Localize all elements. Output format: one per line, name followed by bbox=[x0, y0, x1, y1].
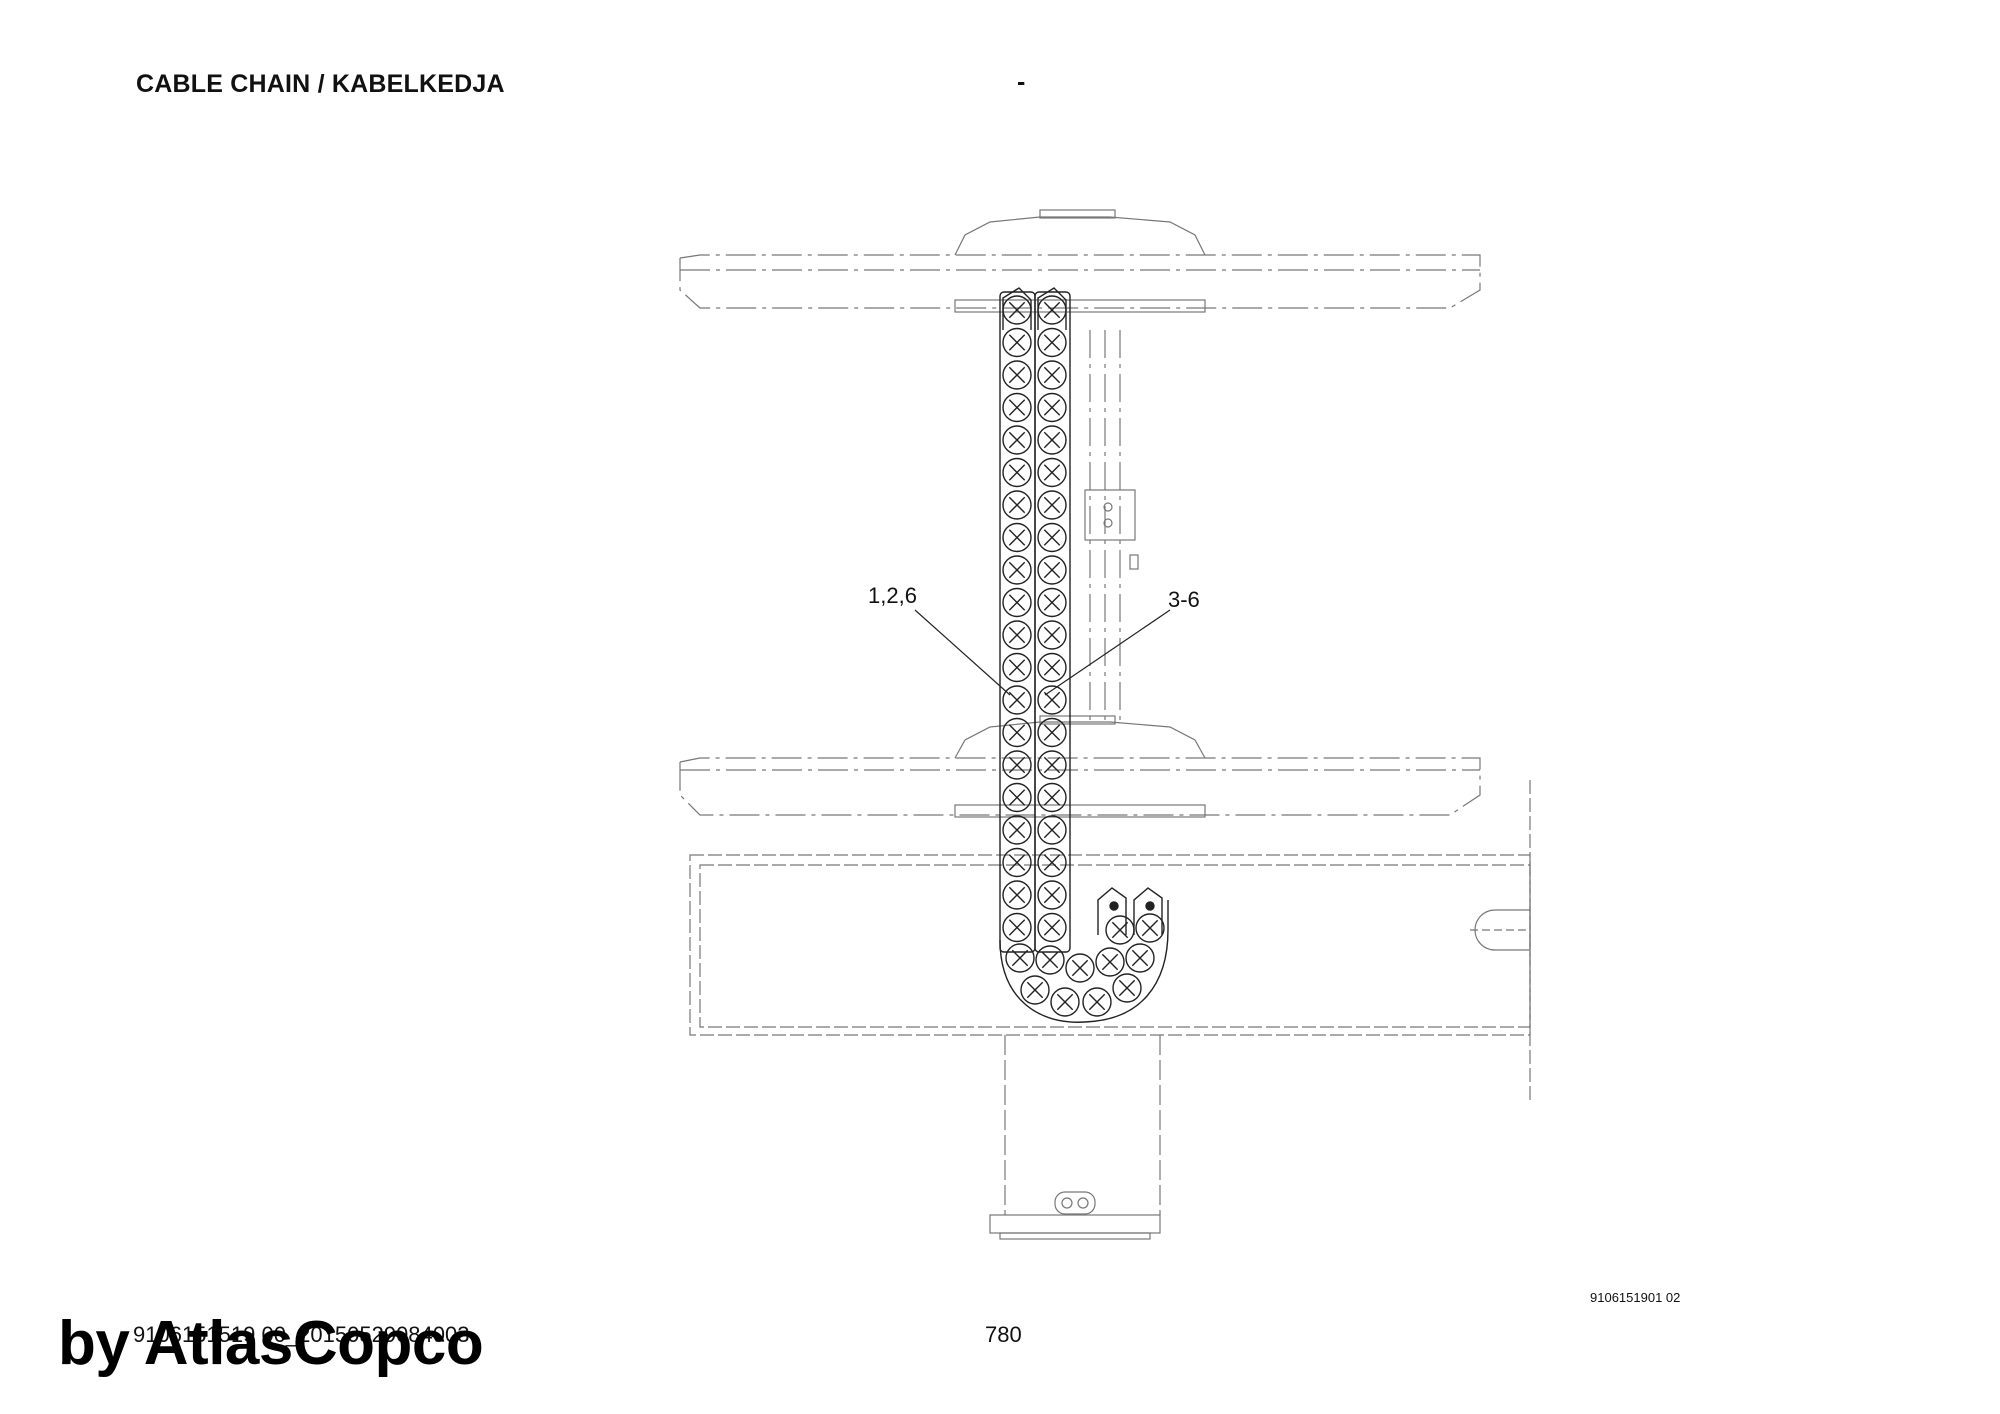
chain-link bbox=[1037, 360, 1067, 390]
clamp-bracket bbox=[1084, 489, 1139, 570]
chain-link bbox=[1002, 652, 1032, 683]
chain-rail bbox=[1034, 291, 1071, 953]
bolt-dot bbox=[1109, 901, 1119, 911]
chain-link bbox=[1002, 782, 1032, 813]
page-number: 780 bbox=[985, 1322, 1022, 1347]
atlascopco-watermark: by AtlasCopco bbox=[58, 1309, 484, 1378]
chain-link bbox=[1037, 685, 1067, 715]
chain-end-bracket bbox=[1133, 887, 1163, 935]
chain-link bbox=[1002, 522, 1032, 553]
chain-link bbox=[1037, 327, 1067, 358]
chain-link bbox=[1037, 457, 1067, 488]
chain-link bbox=[1002, 685, 1032, 715]
upper-platform bbox=[679, 254, 1481, 309]
chain-link bbox=[1002, 295, 1032, 325]
chain-link bbox=[1002, 360, 1032, 390]
chain-link bbox=[1037, 425, 1067, 455]
chain-link bbox=[1002, 425, 1032, 455]
chain-link bbox=[1037, 717, 1067, 748]
chain-bend-outline bbox=[999, 900, 1169, 1023]
page-title: CABLE CHAIN / KABELKEDJA bbox=[136, 70, 505, 98]
chain-link bbox=[1002, 717, 1032, 748]
middle-hub bbox=[954, 715, 1206, 818]
chain-link bbox=[1037, 652, 1067, 683]
bolt-dot bbox=[1145, 901, 1155, 911]
chain-link bbox=[1002, 327, 1032, 358]
chain-link bbox=[1037, 912, 1067, 943]
chain-link bbox=[1125, 943, 1155, 973]
chain-link bbox=[1050, 987, 1080, 1017]
chain-link bbox=[1095, 947, 1125, 977]
chain-link bbox=[1037, 392, 1067, 423]
chain-link bbox=[1037, 490, 1067, 520]
chain-link bbox=[1020, 975, 1050, 1005]
lower-column bbox=[1004, 1035, 1161, 1215]
chain-link bbox=[1002, 847, 1032, 878]
chain-link bbox=[1037, 847, 1067, 878]
chain-link bbox=[1037, 587, 1067, 618]
chain-link bbox=[1037, 782, 1067, 813]
chain-link bbox=[1002, 912, 1032, 943]
chain-link bbox=[1002, 555, 1032, 585]
upper-hub bbox=[954, 209, 1206, 313]
base-plate bbox=[989, 1191, 1161, 1240]
cable-chain bbox=[999, 287, 1169, 1023]
chain-link bbox=[1082, 987, 1112, 1017]
chain-link bbox=[1035, 945, 1065, 975]
chain-link bbox=[1002, 815, 1032, 845]
chain-link bbox=[1002, 587, 1032, 618]
chain-link bbox=[1037, 815, 1067, 845]
chain-end-bracket bbox=[1097, 887, 1127, 935]
chain-link bbox=[1002, 490, 1032, 520]
chain-link bbox=[1037, 620, 1067, 650]
chain-link bbox=[1005, 943, 1035, 973]
chain-link bbox=[1002, 620, 1032, 650]
callout-label-left: 1,2,6 bbox=[868, 583, 917, 608]
header-dash: - bbox=[1017, 68, 1026, 96]
middle-platform bbox=[679, 757, 1481, 816]
chain-link bbox=[1037, 555, 1067, 585]
document-number: 9106151901 02 bbox=[1590, 1290, 1681, 1305]
chain-link bbox=[1037, 522, 1067, 553]
chain-link bbox=[1112, 973, 1142, 1003]
footer-code: 9106151519 00_20150529084003 bbox=[133, 1322, 470, 1347]
callout-label-right: 3-6 bbox=[1168, 587, 1200, 612]
chain-link bbox=[1065, 953, 1095, 983]
chain-link bbox=[1135, 913, 1165, 943]
chain-link bbox=[1002, 457, 1032, 488]
chain-link bbox=[1037, 295, 1067, 325]
chain-link bbox=[1002, 392, 1032, 423]
chain-link bbox=[1002, 750, 1032, 780]
chain-rail bbox=[999, 291, 1036, 953]
chain-link bbox=[1002, 880, 1032, 910]
lower-pivot bbox=[1470, 909, 1531, 951]
chain-link bbox=[1105, 915, 1135, 945]
chain-link bbox=[1037, 750, 1067, 780]
chain-link bbox=[1037, 880, 1067, 910]
callouts bbox=[914, 609, 1171, 696]
